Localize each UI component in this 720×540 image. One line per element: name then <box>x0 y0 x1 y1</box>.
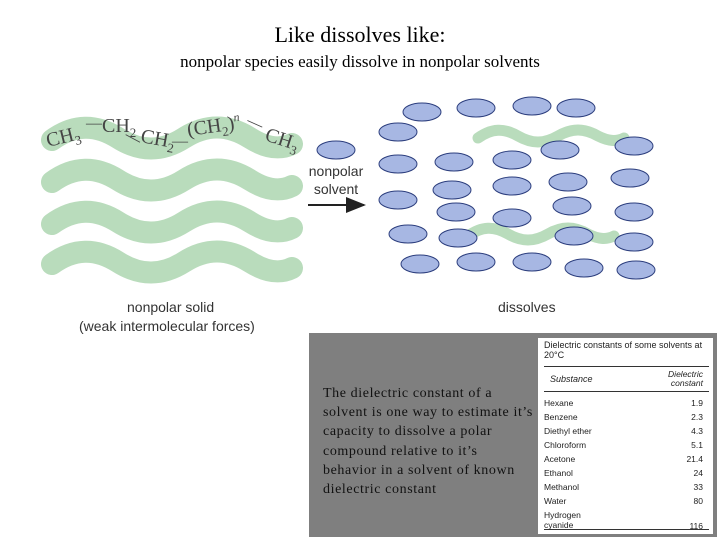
solvent-molecule <box>434 152 474 172</box>
arrow-label-line1: nonpolar <box>309 163 364 179</box>
page-title: Like dissolves like: <box>274 22 446 47</box>
solvent-molecule <box>378 190 418 210</box>
formula-ch2-b: CH2 <box>139 125 177 156</box>
table-cell-value: 2.3 <box>691 412 703 422</box>
formula-bond-4: — <box>243 112 266 135</box>
table-cell-substance: Hexane <box>544 398 574 408</box>
solvent-molecule <box>610 168 650 188</box>
table-cell-value: 80 <box>693 496 703 506</box>
formula-ch2-n: (CH2)n <box>185 110 242 144</box>
dielectric-table: Dielectric constants of some solvents at… <box>538 338 713 534</box>
solvent-molecule <box>492 208 532 228</box>
table-header-constant: Dielectric constant <box>668 369 703 388</box>
solvent-molecule <box>614 202 654 222</box>
table-cell-substance: Benzene <box>544 412 578 422</box>
table-cell-value: 116 <box>689 521 703 531</box>
formula-bond-3: — <box>171 133 189 150</box>
solvent-molecule <box>556 98 596 118</box>
table-cell-value: 4.3 <box>691 426 703 436</box>
solvent-molecule <box>436 202 476 222</box>
table-cell-value: 24 <box>693 468 703 478</box>
solvent-molecule <box>378 122 418 142</box>
solvent-molecule <box>616 260 656 280</box>
solvent-molecule <box>402 102 442 122</box>
solvent-molecule <box>564 258 604 278</box>
table-cell-value: 33 <box>693 482 703 492</box>
table-cell-substance: Ethanol <box>544 468 573 478</box>
table-header-substance: Substance <box>550 374 593 384</box>
table-title: Dielectric constants of some solvents at… <box>544 340 703 360</box>
solvent-molecule <box>378 154 418 174</box>
solvent-molecule <box>552 196 592 216</box>
solvent-molecule <box>554 226 594 246</box>
table-rule-bottom <box>544 529 709 530</box>
table-cell-substance: Methanol <box>544 482 579 492</box>
solvent-molecule <box>492 176 532 196</box>
table-cell-value: 21.4 <box>686 454 703 464</box>
table-cell-value: 5.1 <box>691 440 703 450</box>
solvent-molecule <box>540 140 580 160</box>
formula-bond-1: — <box>85 115 103 132</box>
solvent-molecule <box>614 232 654 252</box>
page-subtitle: nonpolar species easily dissolve in nonp… <box>180 52 540 71</box>
solvent-molecule <box>512 96 552 116</box>
table-cell-substance: Chloroform <box>544 440 587 450</box>
chain-4 <box>41 240 303 284</box>
result-label: dissolves <box>498 299 556 315</box>
solvent-molecule <box>388 224 428 244</box>
table-rule-header <box>544 391 709 392</box>
note-text: The dielectric constant of a solvent is … <box>323 386 533 498</box>
solvent-molecule <box>316 140 356 160</box>
dissolved-chains <box>462 124 630 246</box>
chain-1 <box>41 116 303 160</box>
dissolved-chain-1 <box>472 124 630 148</box>
solid-label-line2: (weak intermolecular forces) <box>79 318 255 334</box>
table-cell-value: 1.9 <box>691 398 703 408</box>
formula-ch2-a: CH2 <box>102 115 136 140</box>
solvent-molecule <box>456 252 496 272</box>
solvent-molecule <box>548 172 588 192</box>
solvent-molecule <box>400 254 440 274</box>
chain-2 <box>41 158 303 202</box>
dissolved-chain-2 <box>462 222 620 246</box>
solvent-molecule <box>438 228 478 248</box>
dissolution-diagram: CH3 — CH2 — CH2 — (CH2)n — CH3 nonpolar … <box>41 96 656 284</box>
solid-label-line1: nonpolar solid <box>127 299 215 315</box>
table-cell-substance: Diethyl ether <box>544 426 592 436</box>
arrow-label-line2: solvent <box>314 181 358 197</box>
table-cell-substance: Hydrogen cyanide <box>544 510 581 530</box>
solvent-molecule <box>614 136 654 156</box>
solvent-molecule <box>432 180 472 200</box>
solvent-molecule <box>492 150 532 170</box>
table-rule-top <box>544 366 709 367</box>
nonpolar-solid-chains <box>41 116 303 284</box>
solvent-molecule <box>512 252 552 272</box>
chain-3 <box>41 200 303 244</box>
table-cell-substance: Acetone <box>544 454 576 464</box>
table-cell-substance: Water <box>544 496 567 506</box>
solvent-molecules <box>316 96 656 280</box>
solvent-molecule <box>456 98 496 118</box>
